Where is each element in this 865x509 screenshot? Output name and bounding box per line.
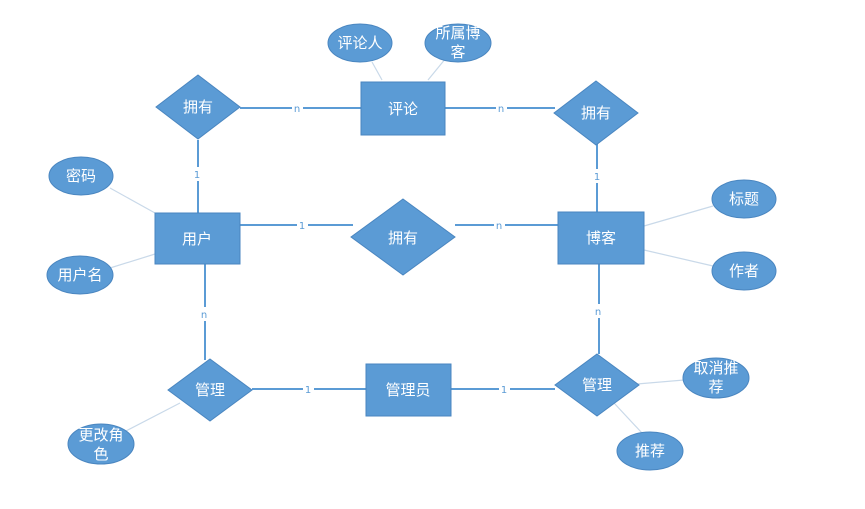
link-password [109, 187, 156, 214]
card-user-blog-user-side: 1 [299, 221, 305, 232]
link-change-role [123, 402, 181, 433]
card-user-blog-blog-side: n [496, 221, 502, 232]
relation-user-admin[interactable]: 管理 [167, 358, 253, 422]
entity-admin-label: 管理员 [385, 381, 430, 399]
attribute-username-label: 用户名 [57, 266, 102, 284]
link-owning-blog [427, 57, 447, 81]
attribute-author[interactable]: 作者 [711, 251, 777, 291]
relation-user-blog[interactable]: 拥有 [350, 198, 456, 276]
link-title [643, 205, 714, 227]
entity-admin[interactable]: 管理员 [365, 363, 452, 417]
link-recommend [613, 402, 643, 434]
relation-admin-blog[interactable]: 管理 [554, 353, 640, 417]
attribute-cancel-recommend-label-line1: 取消推 [693, 359, 738, 377]
cardinality-labels: 1 n n 1 1 n n 1 1 n [192, 101, 604, 396]
link-commenter [371, 61, 383, 81]
attribute-links [109, 57, 714, 434]
attribute-change-role-label-line2: 色 [93, 445, 108, 463]
entity-comment-label: 评论 [388, 100, 418, 118]
attribute-owning-blog[interactable]: 所属博 客 [424, 23, 492, 63]
relation-user-comment-label: 拥有 [183, 98, 213, 116]
attribute-owning-blog-label-line2: 客 [450, 43, 465, 61]
attribute-password-label: 密码 [66, 167, 96, 185]
entity-user[interactable]: 用户 [154, 212, 241, 265]
attribute-commenter[interactable]: 评论人 [327, 23, 393, 63]
attribute-commenter-label: 评论人 [337, 34, 382, 52]
attribute-password[interactable]: 密码 [48, 156, 114, 196]
relation-user-blog-label: 拥有 [388, 229, 418, 247]
relation-comment-blog-label: 拥有 [581, 104, 611, 122]
attribute-owning-blog-label-line1: 所属博 [435, 24, 480, 42]
card-user-admin-user-side: n [201, 310, 207, 321]
attribute-cancel-recommend[interactable]: 取消推 荐 [682, 357, 750, 399]
attribute-recommend-label: 推荐 [635, 442, 665, 460]
attribute-username[interactable]: 用户名 [46, 255, 114, 295]
card-user-admin-admin-side: 1 [305, 385, 311, 396]
card-admin-blog-blog-side: n [595, 307, 601, 318]
attribute-recommend[interactable]: 推荐 [616, 431, 684, 471]
attribute-author-label: 作者 [729, 262, 759, 280]
entity-comment[interactable]: 评论 [360, 81, 446, 136]
link-cancel-recommend [636, 379, 685, 385]
card-admin-blog-admin-side: 1 [501, 385, 507, 396]
attribute-change-role-label-line1: 更改角 [78, 426, 123, 444]
attribute-change-role[interactable]: 更改角 色 [67, 423, 135, 465]
card-user-comment-comment-side: n [294, 104, 300, 115]
entity-blog-label: 博客 [586, 229, 616, 247]
link-author [643, 249, 714, 267]
relation-comment-blog[interactable]: 拥有 [553, 80, 639, 146]
attribute-cancel-recommend-label-line2: 荐 [708, 378, 723, 396]
relation-user-admin-label: 管理 [195, 381, 225, 399]
entity-user-label: 用户 [182, 230, 212, 248]
card-user-comment-user-side: 1 [194, 170, 200, 181]
link-username [109, 253, 156, 269]
entity-blog[interactable]: 博客 [557, 211, 645, 265]
attribute-title-label: 标题 [729, 190, 759, 208]
card-comment-blog-blog-side: 1 [594, 172, 600, 183]
attribute-title[interactable]: 标题 [711, 179, 777, 219]
relation-user-comment[interactable]: 拥有 [155, 74, 241, 140]
relation-admin-blog-label: 管理 [582, 376, 612, 394]
card-comment-blog-comment-side: n [498, 104, 504, 115]
